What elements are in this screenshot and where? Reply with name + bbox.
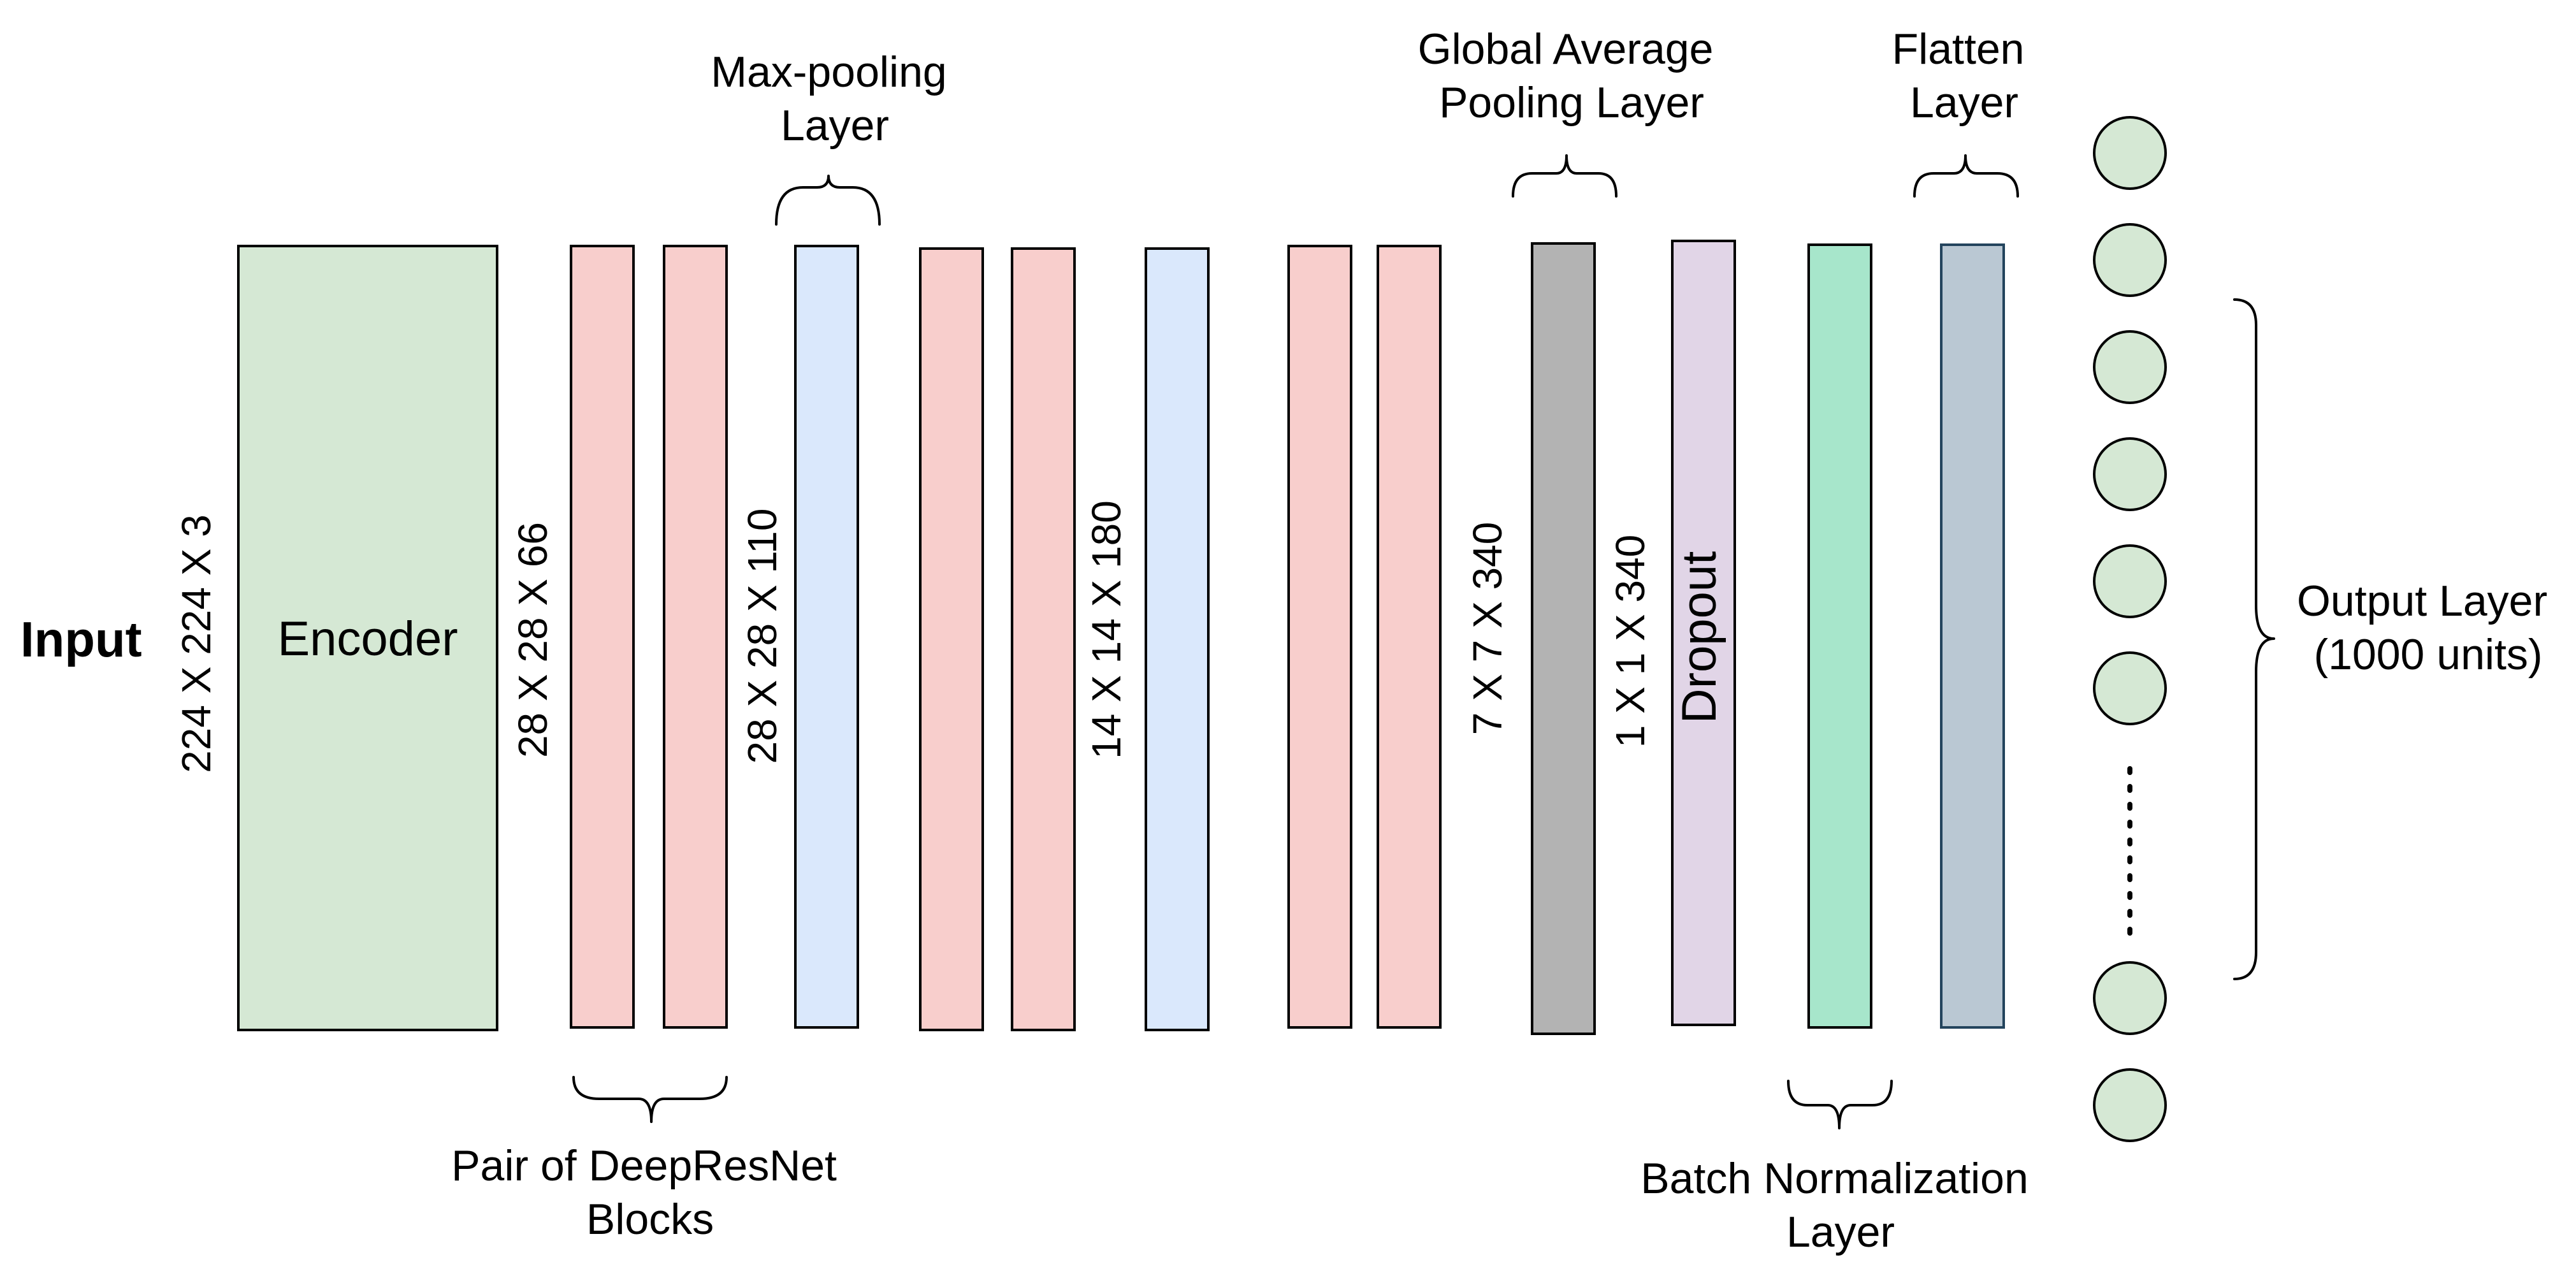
flatten-block (1940, 243, 2005, 1029)
resnet-block-2a (919, 247, 984, 1031)
resnet-pair-annotation: Pair of DeepResNet Blocks (451, 1142, 849, 1243)
batch-normalization-annotation: Batch Normalization Layer (1640, 1154, 2040, 1256)
global-average-pooling-brace (1512, 154, 1617, 198)
max-pool-block-1 (794, 245, 859, 1029)
output-node (2093, 651, 2167, 725)
resnet-block-2b (1011, 247, 1076, 1031)
max-pool-block-2 (1145, 247, 1210, 1031)
resnet-pair-brace (572, 1076, 728, 1123)
encoder-output-dimension-label: 28 X 28 X 66 (510, 522, 556, 758)
encoder-label: Encoder (277, 612, 458, 666)
resnet-block-3b (1377, 245, 1442, 1029)
output-nodes (2093, 116, 2167, 1142)
resnet-block-1b (663, 245, 728, 1029)
output-node (2093, 330, 2167, 404)
output-layer-brace (2233, 298, 2275, 980)
output-node (2093, 437, 2167, 511)
output-node (2093, 223, 2167, 297)
output-node (2093, 961, 2167, 1035)
block-pair-2-dimension-label: 14 X 14 X 180 (1083, 500, 1129, 759)
output-node (2093, 544, 2167, 618)
block-pair-1-dimension-label: 28 X 28 X 110 (739, 509, 785, 764)
global-average-pooling-annotation: Global Average Pooling Layer (1418, 25, 1726, 127)
resnet-block-1a (570, 245, 635, 1029)
global-average-pooling-block (1531, 242, 1596, 1035)
flatten-brace (1913, 154, 2019, 198)
encoder-block (237, 245, 498, 1031)
output-node (2093, 1068, 2167, 1142)
resnet-block-3a (1287, 245, 1352, 1029)
flatten-annotation: Flatten Layer (1892, 25, 2037, 127)
max-pooling-brace (775, 175, 881, 226)
block-pair-3-dimension-label: 7 X 7 X 340 (1465, 522, 1510, 735)
input-label: Input (20, 611, 142, 667)
max-pooling-annotation: Max-pooling Layer (711, 48, 959, 150)
output-node (2093, 116, 2167, 190)
global-pool-dimension-label: 1 X 1 X 340 (1607, 535, 1653, 748)
batch-normalization-brace (1787, 1080, 1893, 1129)
output-layer-annotation: Output Layer (1000 units) (2297, 577, 2559, 679)
input-dimension-label: 224 X 224 X 3 (173, 514, 219, 773)
dropout-block (1671, 240, 1736, 1026)
batch-normalization-block (1807, 243, 1872, 1029)
dropout-label: Dropout (1672, 551, 1726, 723)
